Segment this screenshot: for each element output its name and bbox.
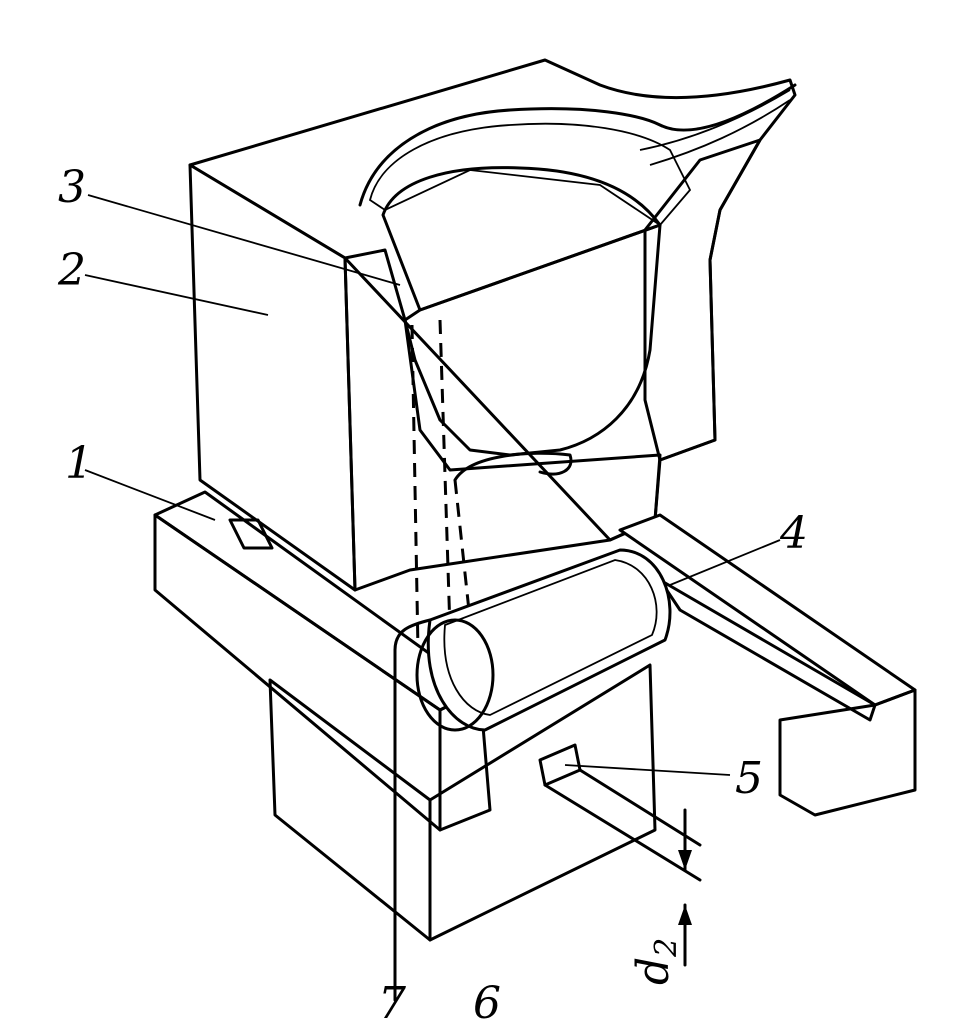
lower-block <box>268 663 702 942</box>
label-7: 7 <box>378 978 406 1029</box>
leader-lines <box>84 194 781 776</box>
inductor-coil <box>393 548 672 1002</box>
label-2: 2 <box>57 245 86 296</box>
label-6: 6 <box>473 978 501 1029</box>
label-d-sub: 2 <box>649 938 684 958</box>
pour-stream <box>410 319 573 651</box>
magnetic-core <box>153 490 917 832</box>
label-1: 1 <box>65 438 93 489</box>
label-d2: d2 <box>628 938 684 985</box>
label-5: 5 <box>735 753 763 804</box>
label-d: d <box>628 957 679 985</box>
dimension-d2 <box>678 808 692 967</box>
label-3: 3 <box>58 162 86 213</box>
mould-block <box>188 58 797 592</box>
label-4: 4 <box>779 508 808 559</box>
melt-crucible <box>358 83 797 457</box>
